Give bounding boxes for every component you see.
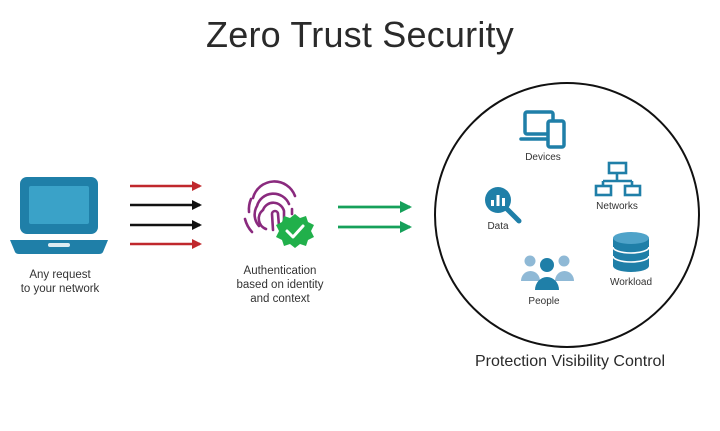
data-label: Data (487, 221, 509, 232)
network-icon (594, 161, 642, 197)
protection-caption: Protection Visibility Control (474, 353, 665, 370)
request-arrows (130, 181, 202, 249)
devices-label: Devices (525, 152, 561, 163)
check-badge-icon (276, 214, 314, 248)
page-title: Zero Trust Security (206, 14, 514, 55)
devices-icon (519, 110, 566, 149)
data-search-icon (485, 187, 522, 224)
laptop-icon (10, 177, 108, 254)
networks-label: Networks (596, 201, 638, 212)
workload-label: Workload (609, 277, 653, 288)
authorized-arrows (338, 201, 412, 233)
authentication-caption: Authentication based on identity and con… (236, 265, 324, 305)
people-label: People (528, 296, 560, 307)
database-icon (612, 232, 650, 272)
request-caption: Any request to your network (20, 269, 100, 295)
protection-ring (434, 82, 700, 348)
people-icon (521, 255, 574, 290)
fingerprint-icon (243, 180, 297, 234)
